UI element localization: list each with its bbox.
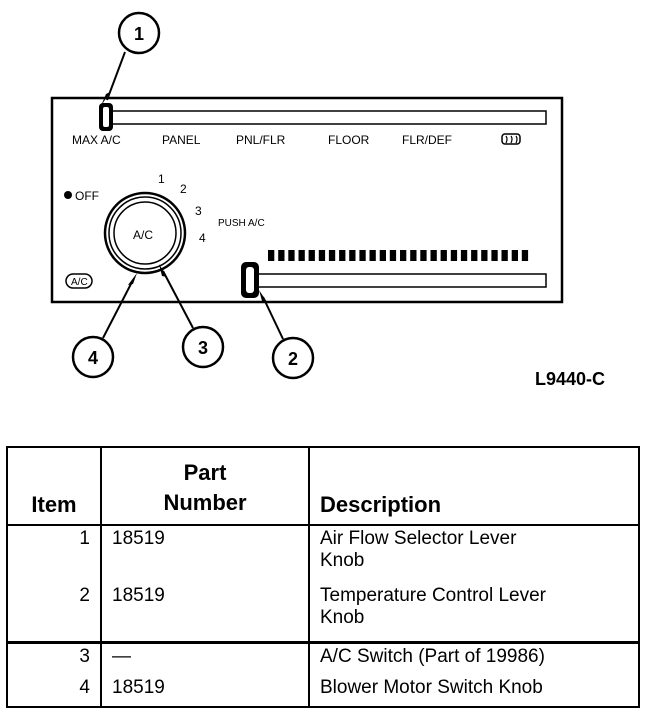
- row-2-desc: Temperature Control Lever Knob: [308, 583, 640, 644]
- mode-label-panel: PANEL: [162, 133, 201, 147]
- temperature-scale-block: [511, 250, 518, 261]
- speed-label-1: 1: [158, 172, 165, 186]
- row-3-item: 3: [6, 642, 102, 675]
- table-row: 1 18519 Air Flow Selector Lever Knob: [6, 525, 640, 584]
- row-4-item: 4: [6, 674, 102, 707]
- row-2-desc-line2: Knob: [320, 607, 365, 629]
- row-2-part: 18519: [100, 583, 310, 644]
- temperature-scale-block: [369, 250, 376, 261]
- row-4-desc: Blower Motor Switch Knob: [308, 674, 640, 707]
- temperature-scale-block: [379, 250, 386, 261]
- defrost-icon: [501, 133, 521, 145]
- temperature-scale-block: [501, 250, 508, 261]
- temperature-scale-block: [420, 250, 427, 261]
- parts-table: Item Part Number Description 1 18519 Air…: [6, 446, 640, 708]
- mode-label-max-ac: MAX A/C: [72, 133, 121, 147]
- temperature-scale-block: [268, 250, 275, 261]
- row-1-desc-line2: Knob: [320, 550, 365, 571]
- row-2-item: 2: [6, 583, 102, 644]
- header-part-line2: Number: [163, 490, 247, 515]
- header-description: Description: [308, 447, 640, 526]
- temperature-scale-block: [410, 250, 417, 261]
- temperature-scale-block: [491, 250, 498, 261]
- row-4-part: 18519: [100, 674, 310, 707]
- figure-id: L9440-C: [535, 369, 605, 389]
- callout-2: 2: [259, 290, 315, 380]
- temperature-scale-block: [389, 250, 397, 261]
- row-1-desc: Air Flow Selector Lever Knob: [308, 525, 640, 584]
- temperature-scale-block: [298, 250, 305, 261]
- recirc-button-label: A/C: [71, 277, 88, 288]
- speed-label-2: 2: [180, 182, 187, 196]
- temperature-slider-track: [251, 273, 547, 288]
- temperature-scale-block: [481, 250, 488, 261]
- table-row: 3 — A/C Switch (Part of 19986): [6, 642, 640, 675]
- off-label: OFF: [75, 189, 99, 203]
- table-header-row: Item Part Number Description: [6, 447, 640, 526]
- ac-switch-label[interactable]: A/C: [133, 228, 153, 242]
- temperature-scale-block: [450, 250, 458, 261]
- recirc-button[interactable]: [65, 273, 93, 289]
- temperature-scale-strip: [268, 250, 529, 261]
- mode-label-pnl-flr: PNL/FLR: [236, 133, 286, 147]
- temperature-control-knob[interactable]: [241, 262, 259, 298]
- temperature-scale-block: [440, 250, 447, 261]
- temperature-scale-block: [359, 250, 366, 261]
- callout-4: 4: [71, 273, 137, 379]
- temperature-scale-block: [430, 250, 437, 261]
- row-1-item: 1: [6, 525, 102, 584]
- speed-label-3: 3: [195, 204, 202, 218]
- table-row: 4 18519 Blower Motor Switch Knob: [6, 674, 640, 707]
- blower-motor-knob[interactable]: [103, 191, 187, 275]
- temperature-scale-block: [318, 250, 326, 261]
- mode-label-floor: FLOOR: [328, 133, 370, 147]
- temperature-scale-block: [278, 250, 285, 261]
- airflow-selector-knob[interactable]: [99, 103, 113, 131]
- callout-3-label: 3: [198, 338, 208, 358]
- row-3-desc: A/C Switch (Part of 19986): [308, 642, 640, 675]
- temperature-scale-block: [349, 250, 356, 261]
- header-part-number: Part Number: [100, 447, 310, 526]
- row-3-part: —: [100, 642, 310, 675]
- off-dot-icon: [64, 191, 72, 199]
- temperature-scale-block: [521, 250, 529, 261]
- callout-2-label: 2: [288, 349, 298, 369]
- temperature-scale-block: [328, 250, 336, 261]
- row-1-desc-line1: Air Flow Selector Lever: [320, 528, 517, 549]
- temperature-scale-block: [400, 250, 407, 261]
- callout-4-label: 4: [88, 348, 98, 368]
- temperature-scale-block: [339, 250, 346, 261]
- push-ac-label: PUSH A/C: [218, 218, 265, 229]
- row-1-part: 18519: [100, 525, 310, 584]
- mode-label-flr-def: FLR/DEF: [402, 133, 452, 147]
- temperature-scale-block: [471, 250, 478, 261]
- speed-label-4: 4: [199, 231, 206, 245]
- header-part-line1: Part: [183, 460, 227, 485]
- callout-1-label: 1: [134, 24, 144, 44]
- callout-3: 3: [159, 264, 225, 369]
- temperature-scale-block: [308, 250, 315, 261]
- table-row: 2 18519 Temperature Control Lever Knob: [6, 583, 640, 644]
- callout-1: 1: [101, 11, 161, 106]
- header-item: Item: [6, 447, 102, 526]
- temperature-scale-block: [288, 250, 295, 261]
- airflow-slider-track: [103, 110, 547, 125]
- control-panel-diagram: MAX A/C PANEL PNL/FLR FLOOR FLR/DEF OFF …: [50, 11, 605, 389]
- temperature-scale-block: [460, 250, 468, 261]
- row-2-desc-line1: Temperature Control Lever: [320, 585, 546, 607]
